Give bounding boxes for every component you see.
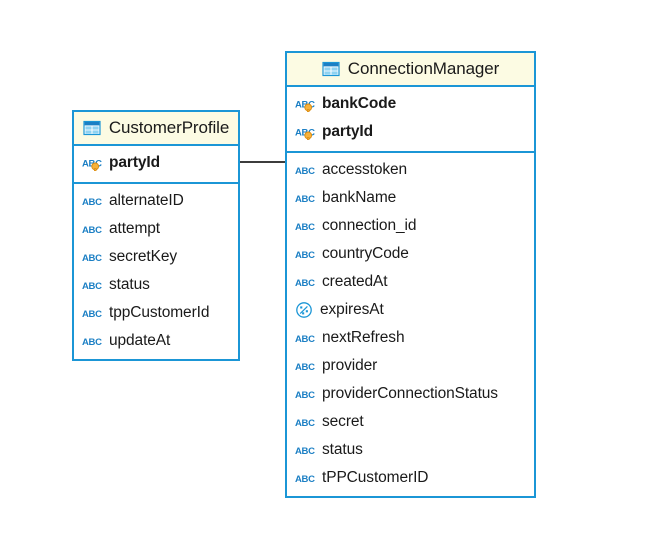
entity-connectionmanager[interactable]: ConnectionManager ABC bankCode ABC (285, 51, 536, 498)
svg-text:ABC: ABC (295, 362, 315, 373)
attribute-row-accesstoken[interactable]: ABC accesstoken (287, 156, 534, 184)
svg-text:ABC: ABC (295, 278, 315, 289)
abc-icon: ABC (295, 247, 315, 262)
entity-title-connectionmanager: ConnectionManager (347, 59, 500, 78)
entity-customerprofile[interactable]: CustomerProfile ABC partyId A (72, 110, 240, 361)
entity-title-customerprofile: CustomerProfile (108, 118, 230, 137)
svg-text:ABC: ABC (82, 225, 102, 236)
abc-key-icon: ABC (82, 156, 102, 171)
attribute-label: secretKey (109, 248, 178, 265)
abc-icon: ABC (82, 222, 102, 237)
attribute-row-partyid[interactable]: ABC partyId (287, 118, 534, 146)
svg-text:ABC: ABC (295, 99, 315, 110)
abc-icon: ABC (295, 219, 315, 234)
attribute-label: alternateID (109, 192, 184, 209)
attribute-label: partyId (109, 154, 160, 171)
svg-text:ABC: ABC (295, 222, 315, 233)
svg-text:ABC: ABC (295, 166, 315, 177)
attribute-row-status[interactable]: ABC status (287, 436, 534, 464)
attribute-row-countrycode[interactable]: ABC countryCode (287, 240, 534, 268)
svg-text:ABC: ABC (82, 281, 102, 292)
svg-text:ABC: ABC (82, 158, 102, 169)
attribute-list-customerprofile: ABC alternateID ABC attempt ABC (74, 184, 238, 359)
attribute-label: status (322, 441, 363, 458)
key-attribute-list-customerprofile: ABC partyId (74, 146, 238, 184)
attribute-label: createdAt (322, 273, 388, 290)
svg-text:ABC: ABC (82, 197, 102, 208)
abc-icon: ABC (295, 443, 315, 458)
svg-text:ABC: ABC (295, 334, 315, 345)
abc-icon: ABC (295, 163, 315, 178)
attribute-label: connection_id (322, 217, 417, 234)
attribute-row-attempt[interactable]: ABC attempt (74, 215, 238, 243)
attribute-row-provider[interactable]: ABC provider (287, 352, 534, 380)
abc-key-icon: ABC (295, 125, 315, 140)
attribute-row-secretkey[interactable]: ABC secretKey (74, 243, 238, 271)
attribute-label: status (109, 276, 150, 293)
svg-text:ABC: ABC (82, 337, 102, 348)
attribute-row-tppcustomerid[interactable]: ABC tPPCustomerID (287, 464, 534, 492)
attribute-label: countryCode (322, 245, 409, 262)
svg-text:ABC: ABC (295, 474, 315, 485)
table-icon (83, 119, 101, 137)
abc-icon: ABC (295, 191, 315, 206)
abc-icon: ABC (82, 250, 102, 265)
attribute-row-status[interactable]: ABC status (74, 271, 238, 299)
attribute-row-partyid[interactable]: ABC partyId (74, 149, 238, 177)
svg-text:ABC: ABC (295, 127, 315, 138)
attribute-label: nextRefresh (322, 329, 405, 346)
attribute-row-secret[interactable]: ABC secret (287, 408, 534, 436)
entity-header-customerprofile[interactable]: CustomerProfile (74, 112, 238, 146)
svg-text:ABC: ABC (295, 418, 315, 429)
attribute-label: secret (322, 413, 364, 430)
attribute-row-nextrefresh[interactable]: ABC nextRefresh (287, 324, 534, 352)
svg-text:ABC: ABC (295, 390, 315, 401)
svg-text:ABC: ABC (82, 253, 102, 264)
abc-icon: ABC (295, 359, 315, 374)
attribute-row-bankname[interactable]: ABC bankName (287, 184, 534, 212)
svg-text:ABC: ABC (82, 309, 102, 320)
table-icon (322, 60, 340, 78)
attribute-row-providerconnectionstatus[interactable]: ABC providerConnectionStatus (287, 380, 534, 408)
object-icon (295, 301, 313, 319)
attribute-label: bankName (322, 189, 397, 206)
attribute-label: tPPCustomerID (322, 469, 429, 486)
attribute-label: partyId (322, 123, 373, 140)
attribute-label: attempt (109, 220, 160, 237)
abc-icon: ABC (295, 331, 315, 346)
relationship-connector-customerprofile-connectionmanager[interactable] (240, 161, 286, 163)
abc-icon: ABC (82, 194, 102, 209)
key-attribute-list-connectionmanager: ABC bankCode ABC partyId (287, 87, 534, 153)
abc-icon: ABC (82, 278, 102, 293)
attribute-row-bankcode[interactable]: ABC bankCode (287, 90, 534, 118)
svg-text:ABC: ABC (295, 250, 315, 261)
abc-icon: ABC (82, 334, 102, 349)
attribute-row-tppcustomerid[interactable]: ABC tppCustomerId (74, 299, 238, 327)
abc-icon: ABC (295, 275, 315, 290)
attribute-label: providerConnectionStatus (322, 385, 498, 402)
attribute-label: expiresAt (320, 301, 384, 318)
abc-icon: ABC (295, 415, 315, 430)
attribute-row-alternateid[interactable]: ABC alternateID (74, 187, 238, 215)
svg-text:ABC: ABC (295, 194, 315, 205)
attribute-label: provider (322, 357, 378, 374)
attribute-list-connectionmanager: ABC accesstoken ABC bankName ABC connect… (287, 153, 534, 496)
attribute-label: tppCustomerId (109, 304, 210, 321)
abc-key-icon: ABC (295, 97, 315, 112)
entity-header-connectionmanager[interactable]: ConnectionManager (287, 53, 534, 87)
abc-icon: ABC (295, 387, 315, 402)
svg-text:ABC: ABC (295, 446, 315, 457)
attribute-row-createdat[interactable]: ABC createdAt (287, 268, 534, 296)
attribute-row-expiresat[interactable]: expiresAt (287, 296, 534, 324)
abc-icon: ABC (82, 306, 102, 321)
abc-icon: ABC (295, 471, 315, 486)
attribute-row-updateat[interactable]: ABC updateAt (74, 327, 238, 355)
attribute-label: accesstoken (322, 161, 408, 178)
attribute-label: updateAt (109, 332, 171, 349)
attribute-label: bankCode (322, 95, 397, 112)
attribute-row-connection-id[interactable]: ABC connection_id (287, 212, 534, 240)
